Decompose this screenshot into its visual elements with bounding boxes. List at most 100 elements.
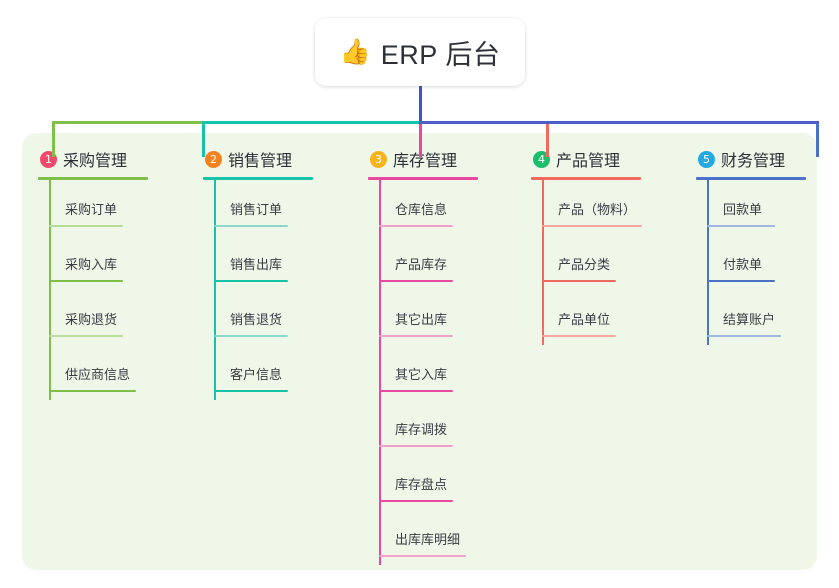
list-item-rule (49, 390, 136, 392)
list-item-label: 回款单 (723, 202, 763, 217)
list-item-rule (379, 225, 453, 227)
list-item-rule (707, 335, 781, 337)
column-items-5: 回款单付款单结算账户 (707, 180, 806, 345)
list-item-rule (542, 335, 616, 337)
column-spine-1 (49, 180, 51, 400)
list-item-rule (379, 390, 453, 392)
column-title-2: 销售管理 (228, 153, 293, 170)
column-header-2[interactable]: 2 销售管理 (203, 147, 313, 171)
connector-drop-2 (202, 124, 205, 157)
diagram-panel (22, 133, 817, 570)
list-item-rule (542, 225, 642, 227)
connector-drop-3 (419, 124, 422, 157)
list-item-label: 产品单位 (558, 312, 611, 327)
column-badge-4: 4 (533, 150, 550, 168)
column-title-4: 产品管理 (556, 153, 621, 170)
list-item-label: 销售订单 (230, 202, 283, 217)
root-connector-line (419, 86, 422, 123)
column-spine-3 (379, 180, 381, 565)
list-item-label: 销售退货 (230, 312, 283, 327)
list-item[interactable]: 库存盘点 (379, 455, 478, 510)
connector-bar-segment-2 (202, 121, 419, 124)
root-node-inner: 👍 ERP 后台 (340, 33, 501, 72)
list-item[interactable]: 产品单位 (542, 290, 641, 345)
list-item-rule (49, 280, 123, 282)
list-item-label: 客户信息 (230, 367, 283, 382)
thumbs-up-icon: 👍 (339, 37, 371, 66)
connector-drop-1 (52, 124, 55, 157)
column-title-1: 采购管理 (63, 153, 128, 170)
list-item[interactable]: 回款单 (707, 180, 806, 235)
list-item-rule (379, 280, 453, 282)
list-item-rule (379, 555, 466, 557)
column-rule-3 (368, 177, 478, 180)
column-spine-2 (214, 180, 216, 400)
connector-bar-segment-3 (419, 121, 819, 124)
connector-drop-4 (546, 124, 549, 157)
list-item-rule (214, 335, 288, 337)
list-item-rule (542, 280, 616, 282)
list-item-label: 采购订单 (65, 202, 118, 217)
list-item[interactable]: 库存调拨 (379, 400, 478, 455)
list-item[interactable]: 其它入库 (379, 345, 478, 400)
list-item-label: 付款单 (723, 257, 763, 272)
list-item[interactable]: 结算账户 (707, 290, 806, 345)
column-items-2: 销售订单销售出库销售退货客户信息 (214, 180, 313, 400)
list-item-rule (214, 390, 288, 392)
list-item-label: 供应商信息 (65, 367, 131, 382)
list-item[interactable]: 采购入库 (49, 235, 148, 290)
list-item-label: 采购入库 (65, 257, 118, 272)
list-item[interactable]: 销售出库 (214, 235, 313, 290)
root-node-title: ERP 后台 (380, 39, 501, 70)
list-item-label: 采购退货 (65, 312, 118, 327)
column-items-1: 采购订单采购入库采购退货供应商信息 (49, 180, 148, 400)
list-item[interactable]: 采购订单 (49, 180, 148, 235)
list-item-label: 产品（物料） (558, 202, 637, 217)
list-item[interactable]: 销售订单 (214, 180, 313, 235)
list-item[interactable]: 出库库明细 (379, 510, 478, 565)
list-item-label: 销售出库 (230, 257, 283, 272)
list-item-label: 库存盘点 (395, 477, 448, 492)
column-rule-2 (203, 177, 313, 180)
list-item-rule (379, 335, 453, 337)
list-item-rule (707, 225, 775, 227)
column-header-4[interactable]: 4 产品管理 (531, 147, 641, 171)
list-item-rule (49, 335, 123, 337)
list-item-label: 库存调拨 (395, 422, 448, 437)
list-item[interactable]: 仓库信息 (379, 180, 478, 235)
list-item-rule (379, 500, 453, 502)
list-item[interactable]: 采购退货 (49, 290, 148, 345)
column-rule-4 (531, 177, 641, 180)
connector-drop-5 (816, 124, 819, 157)
connector-bar-segment-1 (52, 121, 202, 124)
list-item[interactable]: 其它出库 (379, 290, 478, 345)
list-item-label: 产品库存 (395, 257, 448, 272)
root-node-card[interactable]: 👍 ERP 后台 (315, 18, 525, 86)
column-rule-1 (38, 177, 148, 180)
column-items-3: 仓库信息产品库存其它出库其它入库库存调拨库存盘点出库库明细 (379, 180, 478, 565)
column-2: 2 销售管理销售订单销售出库销售退货客户信息 (203, 147, 313, 400)
column-title-5: 财务管理 (721, 153, 786, 170)
column-spine-4 (542, 180, 544, 345)
list-item-label: 仓库信息 (395, 202, 448, 217)
list-item-label: 产品分类 (558, 257, 611, 272)
list-item[interactable]: 付款单 (707, 235, 806, 290)
column-badge-3: 3 (370, 150, 387, 168)
list-item-label: 结算账户 (723, 312, 776, 327)
list-item[interactable]: 客户信息 (214, 345, 313, 400)
list-item[interactable]: 产品分类 (542, 235, 641, 290)
list-item[interactable]: 产品库存 (379, 235, 478, 290)
list-item[interactable]: 产品（物料） (542, 180, 642, 235)
list-item[interactable]: 销售退货 (214, 290, 313, 345)
column-4: 4 产品管理产品（物料） 产品分类产品单位 (531, 147, 642, 345)
column-badge-2: 2 (205, 150, 222, 168)
list-item-rule (707, 280, 775, 282)
list-item-label: 出库库明细 (395, 532, 461, 547)
list-item[interactable]: 供应商信息 (49, 345, 148, 400)
